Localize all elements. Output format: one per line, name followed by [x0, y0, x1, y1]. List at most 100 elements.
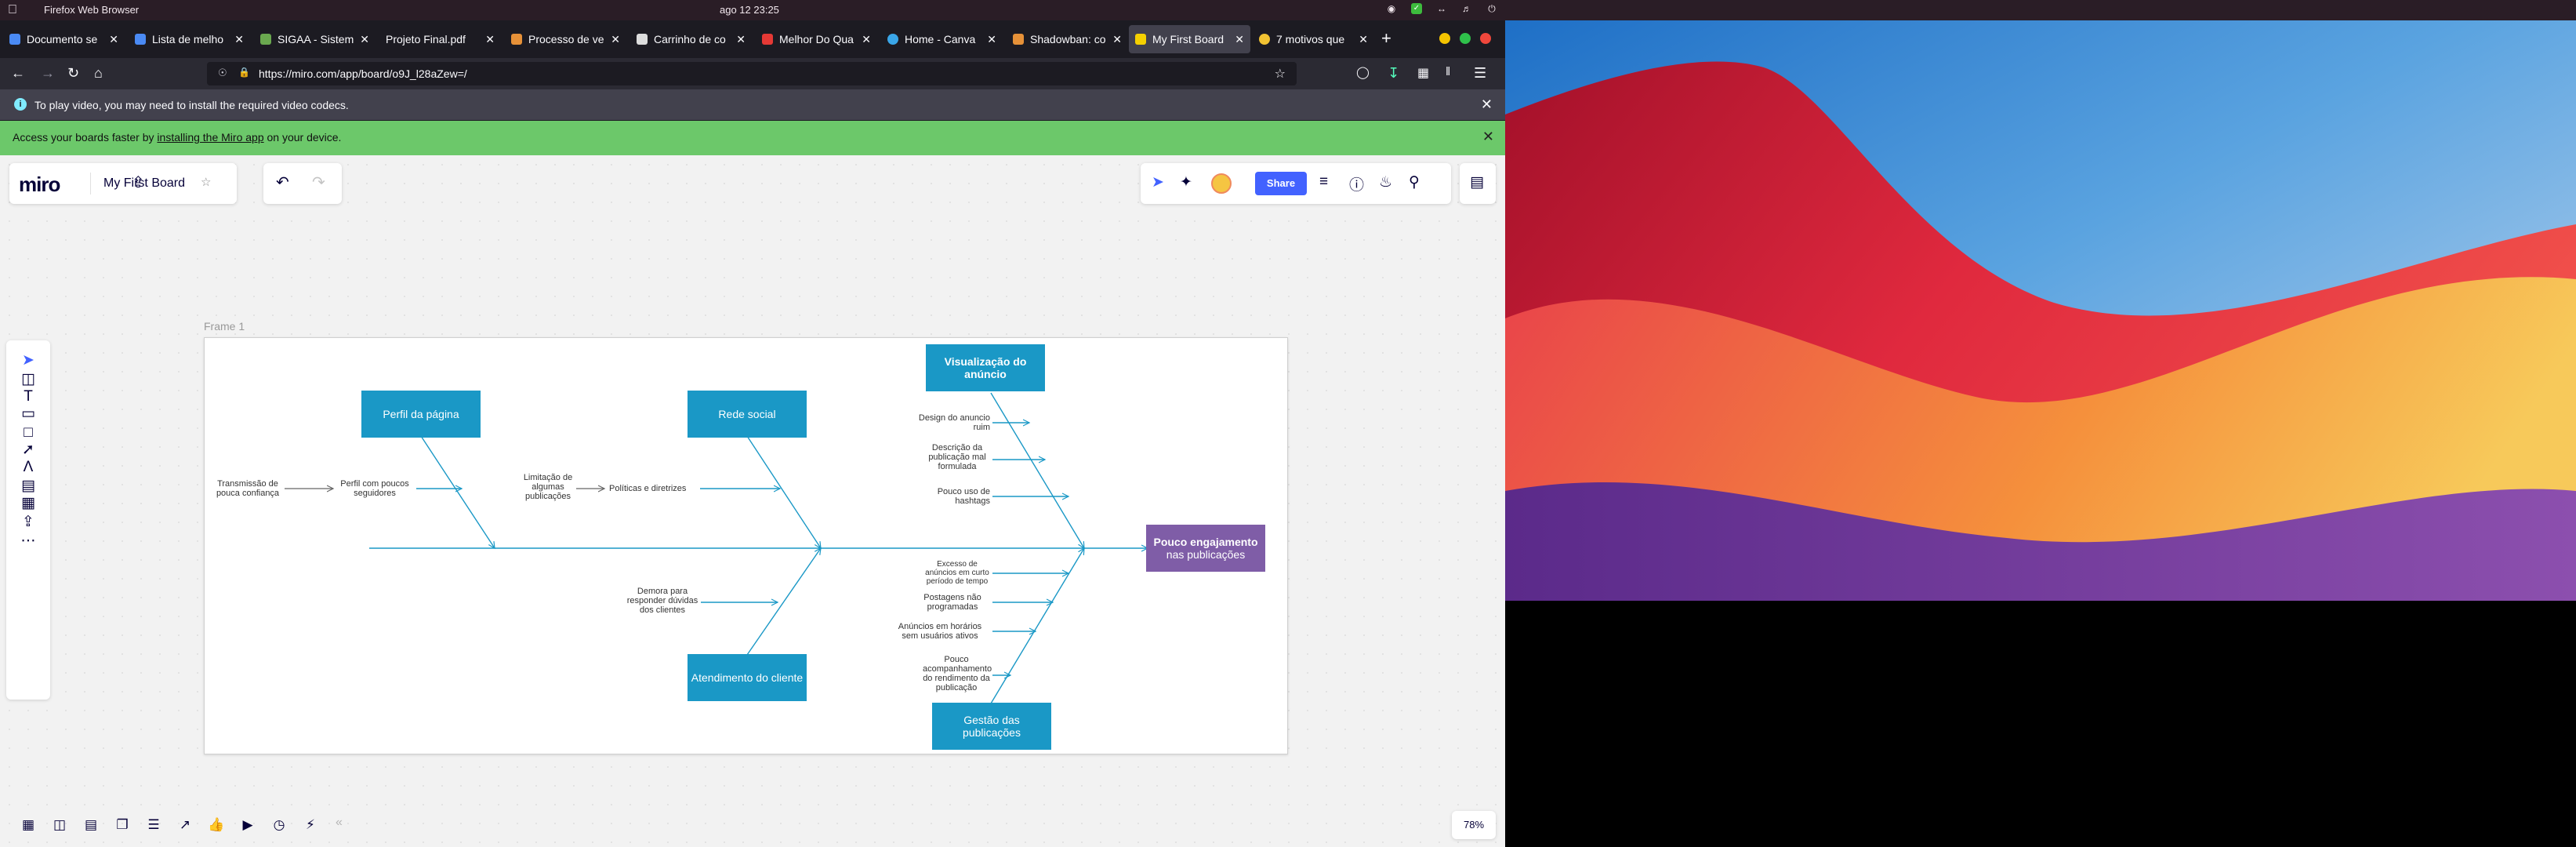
- bookmark-star-icon[interactable]: ☆: [1274, 67, 1286, 81]
- templates-tool-icon[interactable]: ◫: [21, 371, 35, 387]
- notes-icon[interactable]: ▤: [1470, 174, 1484, 191]
- connection-line-tool-icon[interactable]: ➚: [22, 442, 34, 458]
- help-icon[interactable]: ⓘ: [1349, 177, 1365, 194]
- cards-icon[interactable]: ❐: [116, 817, 129, 832]
- close-icon[interactable]: ✕: [1112, 32, 1122, 45]
- cause-anuncios-horarios[interactable]: Anúncios em horários sem usuários ativos: [898, 622, 982, 641]
- cause-pouco-uso[interactable]: Pouco uso de hashtags: [937, 487, 990, 506]
- cause-design[interactable]: Design do anuncio ruim: [918, 413, 990, 432]
- text-tool-icon[interactable]: T: [24, 388, 33, 405]
- category-perfil-da-pagina[interactable]: Perfil da página: [361, 391, 481, 438]
- close-icon[interactable]: ✕: [234, 32, 244, 45]
- close-icon[interactable]: ✕: [109, 32, 118, 45]
- collapse-toolbar-icon[interactable]: «: [336, 816, 343, 829]
- tab-canva[interactable]: Home - Canva✕: [881, 25, 1003, 53]
- vpn-shield-icon[interactable]: ✓: [1411, 3, 1422, 14]
- category-atendimento-do-cliente[interactable]: Atendimento do cliente: [688, 654, 807, 701]
- tab-documento[interactable]: Documento se✕: [3, 25, 125, 53]
- export-icon[interactable]: ⇪: [132, 174, 145, 191]
- cause-postagens[interactable]: Postagens não programadas: [923, 593, 981, 612]
- discord-icon[interactable]: ◉: [1387, 3, 1396, 14]
- lock-icon[interactable]: 🔒: [238, 67, 250, 78]
- zoom-level[interactable]: 78%: [1452, 811, 1496, 839]
- cause-excesso[interactable]: Excesso de anúncios em curto período de …: [925, 560, 989, 586]
- cause-pouco-acompanhamento[interactable]: Pouco acompanhamento do rendimento da pu…: [923, 655, 992, 693]
- voting-like-icon[interactable]: 👍: [208, 817, 225, 832]
- frame-label[interactable]: Frame 1: [204, 320, 245, 333]
- redo-icon[interactable]: ↷: [312, 174, 325, 191]
- library-icon[interactable]: ‖: [1446, 65, 1451, 78]
- tab-lista[interactable]: Lista de melho✕: [129, 25, 250, 53]
- apps-bolt-icon[interactable]: ⚡: [306, 817, 315, 832]
- pocket-icon[interactable]: ◯: [1356, 66, 1370, 79]
- notifications-bell-icon[interactable]: ♨: [1379, 174, 1393, 191]
- tab-processo[interactable]: Processo de ve✕: [505, 25, 626, 53]
- network-icon[interactable]: ↔: [1437, 3, 1446, 14]
- active-app-name[interactable]: Firefox Web Browser: [44, 4, 140, 16]
- cause-demora[interactable]: Demora para responder dúvidas dos client…: [626, 587, 698, 615]
- sticky-note-tool-icon[interactable]: ▭: [21, 405, 35, 422]
- avatar[interactable]: [1211, 173, 1232, 194]
- close-icon[interactable]: ✕: [1482, 129, 1494, 144]
- tab-7-motivos[interactable]: 7 motivos que✕: [1253, 25, 1374, 53]
- close-icon[interactable]: ✕: [485, 32, 495, 45]
- install-miro-app-link[interactable]: installing the Miro app: [157, 131, 264, 144]
- close-icon[interactable]: ✕: [987, 32, 996, 45]
- reload-icon[interactable]: ↻: [67, 65, 80, 81]
- tab-melhor[interactable]: Melhor Do Qua✕: [756, 25, 877, 53]
- chat-icon[interactable]: ▤: [84, 817, 98, 832]
- more-tools-icon[interactable]: ⋯: [20, 533, 36, 549]
- category-visualizacao-do-anuncio[interactable]: Visualização do anúncio: [926, 344, 1045, 391]
- tracking-shield-icon[interactable]: ☉: [218, 67, 227, 78]
- tab-sigaa[interactable]: SIGAA - Sistem✕: [254, 25, 376, 53]
- star-icon[interactable]: ☆: [201, 176, 212, 189]
- cause-perfil-poucos[interactable]: Perfil com poucos seguidores: [340, 479, 409, 498]
- reactions-icon[interactable]: ✦: [1180, 174, 1192, 191]
- close-icon[interactable]: ✕: [1359, 32, 1368, 45]
- back-icon[interactable]: ←: [11, 65, 25, 81]
- board-name[interactable]: My First Board: [103, 176, 186, 190]
- board-canvas[interactable]: miro My First Board ☆ ⇪ ↶ ↷ ➤ ✦ Share ≡ …: [0, 155, 1505, 847]
- upload-tool-icon[interactable]: ⇪: [22, 514, 34, 530]
- category-gestao-das-publicacoes[interactable]: Gestão das publicações: [932, 703, 1051, 750]
- minimize-window-button[interactable]: [1439, 33, 1450, 44]
- cursor-follow-icon[interactable]: ➤: [1152, 174, 1164, 191]
- tab-my-first-board[interactable]: My First Board✕: [1129, 25, 1250, 53]
- tab-projeto-final[interactable]: Projeto Final.pdf✕: [386, 32, 495, 46]
- pen-tool-icon[interactable]: Λ: [23, 459, 34, 475]
- close-icon[interactable]: ✕: [1480, 96, 1493, 112]
- url-text[interactable]: https://miro.com/app/board/o9J_l28aZew=/: [259, 67, 467, 80]
- tab-shadowban[interactable]: Shadowban: co✕: [1007, 25, 1128, 53]
- close-icon[interactable]: ✕: [360, 32, 369, 45]
- cause-descricao[interactable]: Descrição da publicação mal formulada: [928, 443, 986, 471]
- cause-limitacao[interactable]: Limitação de algumas publicações: [523, 473, 573, 501]
- extensions-icon[interactable]: ▦: [1417, 67, 1430, 80]
- clock[interactable]: ago 12 23:25: [720, 4, 779, 16]
- fishbone-frame[interactable]: Perfil da página Rede social Visualizaçã…: [204, 337, 1288, 754]
- share-button[interactable]: Share: [1255, 172, 1307, 195]
- effect-box[interactable]: Pouco engajamento nas publicações: [1146, 525, 1265, 572]
- frames-icon[interactable]: ▦: [21, 817, 35, 832]
- home-icon[interactable]: ⌂: [94, 65, 103, 81]
- list-icon[interactable]: ☰: [147, 817, 160, 832]
- settings-sliders-icon[interactable]: ≡: [1319, 173, 1329, 190]
- apple-icon[interactable]: : [8, 3, 17, 17]
- cause-transmissao[interactable]: Transmissão de pouca confiança: [216, 479, 280, 498]
- undo-icon[interactable]: ↶: [276, 174, 289, 191]
- close-icon[interactable]: ✕: [736, 32, 746, 45]
- share-screen-icon[interactable]: ↗: [179, 817, 191, 832]
- cause-politicas[interactable]: Políticas e diretrizes: [609, 484, 687, 493]
- downloads-icon[interactable]: ↧: [1388, 65, 1400, 81]
- menu-icon[interactable]: ☰: [1474, 65, 1487, 81]
- maximize-window-button[interactable]: [1460, 33, 1471, 44]
- shape-tool-icon[interactable]: □: [24, 424, 33, 441]
- presentation-icon[interactable]: ◫: [53, 817, 67, 832]
- search-icon[interactable]: ⚲: [1409, 174, 1420, 191]
- new-tab-icon[interactable]: +: [1381, 28, 1391, 48]
- category-rede-social[interactable]: Rede social: [688, 391, 807, 438]
- timer-icon[interactable]: ◷: [273, 817, 285, 832]
- forward-icon[interactable]: →: [41, 65, 55, 81]
- close-icon[interactable]: ✕: [611, 32, 620, 45]
- frame-tool-icon[interactable]: ▦: [21, 495, 35, 511]
- close-icon[interactable]: ✕: [862, 32, 871, 45]
